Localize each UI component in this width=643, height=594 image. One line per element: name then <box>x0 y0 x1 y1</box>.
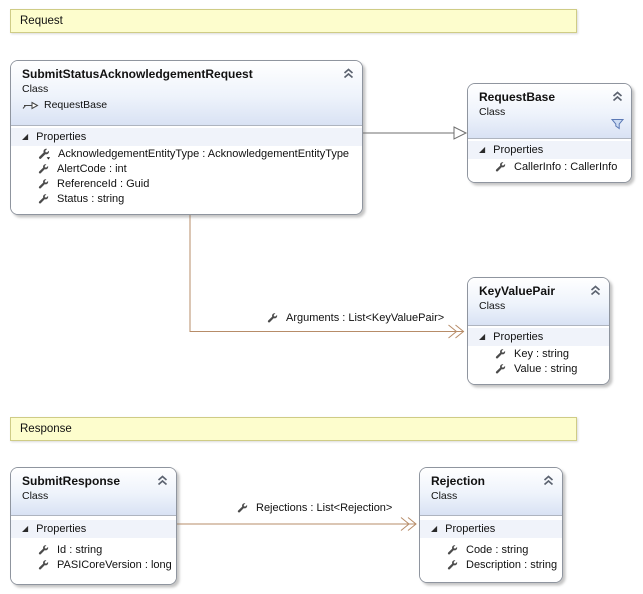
inherits-label: RequestBase <box>44 99 108 111</box>
section-label: Properties <box>493 144 544 156</box>
property-row[interactable]: AlertCode : int <box>11 161 362 176</box>
property-row[interactable]: Status : string <box>11 191 362 206</box>
collapse-chevron-icon[interactable] <box>611 89 624 102</box>
wrench-icon <box>38 163 49 173</box>
property-row[interactable]: AcknowledgementEntityType : Acknowledgem… <box>11 146 362 161</box>
property-row[interactable]: ReferenceId : Guid <box>11 176 362 191</box>
request-banner-label: Request <box>20 15 63 27</box>
property-label: Status : string <box>57 192 125 205</box>
wrench-icon <box>38 544 49 554</box>
properties-section-header[interactable]: ◢ Properties <box>468 141 631 159</box>
class-kind-label: Class <box>479 300 506 312</box>
wrench-caret-icon <box>38 148 51 160</box>
class-box-body: ◢ Properties Id : string PASICoreVersion… <box>11 516 176 584</box>
wrench-icon <box>38 559 49 569</box>
class-kind-label: Class <box>22 490 49 502</box>
section-expander-icon: ◢ <box>22 524 29 533</box>
property-row[interactable]: PASICoreVersion : long <box>11 557 176 572</box>
property-row[interactable]: Description : string <box>420 557 562 572</box>
wrench-icon <box>38 178 49 188</box>
property-row[interactable]: Id : string <box>11 542 176 557</box>
association-label-text: Rejections : List<Rejection> <box>256 502 393 514</box>
property-label: Code : string <box>466 543 529 556</box>
inherits-row: RequestBase <box>22 99 353 111</box>
property-row[interactable]: Code : string <box>420 542 562 557</box>
inheritance-connector <box>363 126 468 140</box>
class-title: RequestBase <box>479 90 556 104</box>
class-title: KeyValuePair <box>479 284 556 298</box>
property-label: Id : string <box>57 543 103 556</box>
wrench-icon <box>495 161 506 171</box>
class-box-body: ◢ Properties CallerInfo : CallerInfo <box>468 139 631 182</box>
section-expander-icon: ◢ <box>431 524 438 533</box>
property-row[interactable]: Key : string <box>468 346 609 361</box>
wrench-icon <box>38 193 49 203</box>
wrench-icon <box>237 503 248 513</box>
class-box-body: ◢ Properties Code : string Description :… <box>420 516 562 582</box>
property-label: AlertCode : int <box>57 162 127 175</box>
class-box-header: RequestBase Class <box>468 84 631 139</box>
property-label: PASICoreVersion : long <box>57 558 172 571</box>
class-kind-label: Class <box>479 106 506 118</box>
class-box-header: SubmitStatusAcknowledgementRequest Class… <box>11 61 362 126</box>
class-box-rejection[interactable]: Rejection Class ◢ Properties Code : stri… <box>419 467 563 583</box>
filter-icon[interactable] <box>610 117 625 135</box>
properties-section-header[interactable]: ◢ Properties <box>420 520 562 538</box>
property-row[interactable]: Value : string <box>468 361 609 376</box>
section-label: Properties <box>493 331 544 343</box>
section-expander-icon: ◢ <box>22 132 29 141</box>
properties-section-header[interactable]: ◢ Properties <box>11 128 362 146</box>
class-box-body: ◢ Properties AcknowledgementEntityType :… <box>11 126 362 214</box>
arguments-association-connector <box>189 215 465 339</box>
inherits-arrow-icon <box>22 101 39 109</box>
class-box-header: SubmitResponse Class <box>11 468 176 516</box>
property-label: AcknowledgementEntityType : Acknowledgem… <box>58 147 350 160</box>
rejections-association-connector <box>177 517 417 531</box>
association-label-text: Arguments : List<KeyValuePair> <box>286 312 445 324</box>
class-title: SubmitResponse <box>22 474 121 488</box>
wrench-icon <box>447 544 458 554</box>
response-comment-banner[interactable]: Response <box>10 417 577 441</box>
property-label: ReferenceId : Guid <box>57 177 150 190</box>
class-box-header: KeyValuePair Class <box>468 278 609 326</box>
section-expander-icon: ◢ <box>479 332 486 341</box>
property-label: Key : string <box>514 347 570 360</box>
property-label: Description : string <box>466 558 558 571</box>
section-expander-icon: ◢ <box>479 145 486 154</box>
class-box-submit-status-acknowledgement-request[interactable]: SubmitStatusAcknowledgementRequest Class… <box>10 60 363 215</box>
collapse-chevron-icon[interactable] <box>542 473 555 486</box>
property-label: Value : string <box>514 362 578 375</box>
wrench-icon <box>495 363 506 373</box>
class-title: SubmitStatusAcknowledgementRequest <box>22 67 253 81</box>
rejections-association-label[interactable]: Rejections : List<Rejection> <box>237 502 392 514</box>
properties-section-header[interactable]: ◢ Properties <box>11 520 176 538</box>
arguments-association-label[interactable]: Arguments : List<KeyValuePair> <box>267 312 444 324</box>
property-label: CallerInfo : CallerInfo <box>514 160 618 173</box>
collapse-chevron-icon[interactable] <box>342 66 355 79</box>
class-box-submit-response[interactable]: SubmitResponse Class ◢ Properties Id : s… <box>10 467 177 585</box>
section-label: Properties <box>36 523 87 535</box>
section-label: Properties <box>36 131 87 143</box>
properties-section-header[interactable]: ◢ Properties <box>468 328 609 346</box>
section-label: Properties <box>445 523 496 535</box>
class-box-header: Rejection Class <box>420 468 562 516</box>
class-box-key-value-pair[interactable]: KeyValuePair Class ◢ Properties Key : st… <box>467 277 610 385</box>
collapse-chevron-icon[interactable] <box>156 473 169 486</box>
wrench-icon <box>447 559 458 569</box>
response-banner-label: Response <box>20 423 72 435</box>
wrench-icon <box>267 313 278 323</box>
class-box-body: ◢ Properties Key : string Value : string <box>468 326 609 384</box>
class-box-request-base[interactable]: RequestBase Class ◢ Properties CallerInf… <box>467 83 632 183</box>
class-kind-label: Class <box>22 83 49 95</box>
class-title: Rejection <box>431 474 486 488</box>
wrench-icon <box>495 348 506 358</box>
request-comment-banner[interactable]: Request <box>10 9 577 33</box>
collapse-chevron-icon[interactable] <box>589 283 602 296</box>
class-kind-label: Class <box>431 490 458 502</box>
property-row[interactable]: CallerInfo : CallerInfo <box>468 159 631 174</box>
